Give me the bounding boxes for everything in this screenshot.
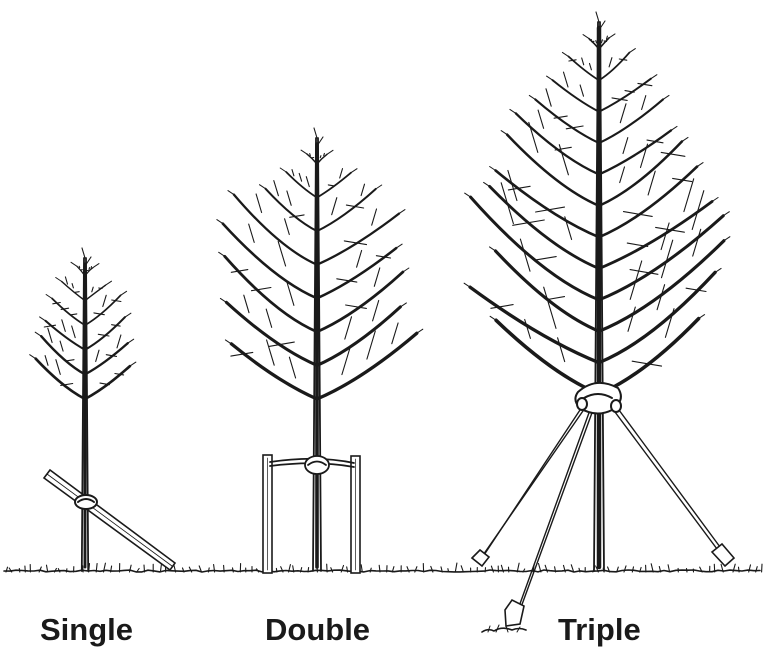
tree-tie	[74, 494, 98, 510]
label-single: Single	[40, 612, 134, 647]
small-tree	[29, 247, 137, 572]
diagonal-stake	[42, 468, 177, 572]
label-double: Double	[265, 612, 371, 647]
double-staked-tree	[216, 127, 424, 574]
right-stake	[350, 455, 361, 574]
trunk-collar	[574, 381, 622, 415]
guy-wires	[480, 405, 724, 613]
ground-line	[3, 562, 763, 573]
left-stake	[262, 454, 273, 574]
triple-guyed-tree	[463, 11, 736, 633]
medium-tree	[216, 127, 424, 572]
cross-tie	[269, 455, 355, 475]
label-triple: Triple	[558, 612, 641, 647]
large-tree	[463, 11, 731, 572]
ground-anchors	[470, 542, 736, 633]
single-staked-tree	[29, 247, 177, 572]
